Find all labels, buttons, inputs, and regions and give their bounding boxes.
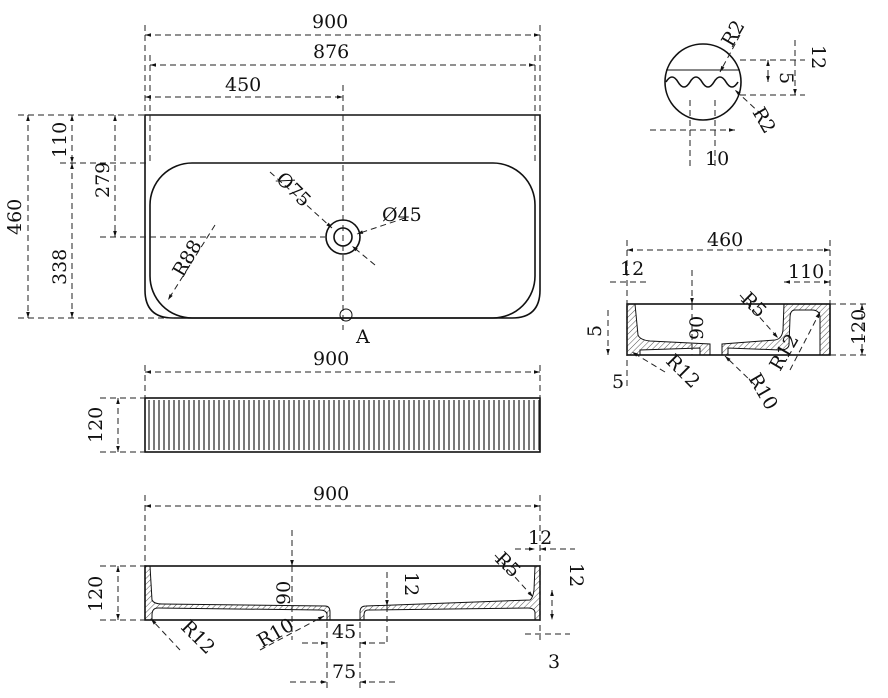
side-dim-460: 460	[707, 229, 743, 251]
detail-pitch-10: 10	[705, 148, 729, 170]
detail-radius-bottom: R2	[748, 104, 780, 138]
side-dim-bowl-90: 90	[686, 316, 708, 340]
side-dim-ledge-110: 110	[788, 261, 824, 283]
dim-corner-radius-88: R88	[168, 236, 206, 280]
dim-drain-279: 279	[92, 162, 114, 198]
side-dim-wall-12: 12	[620, 258, 644, 280]
section-dim-wall-12: 12	[528, 527, 552, 549]
section-radius-r12: R12	[176, 616, 219, 659]
section-dim-bowl-90: 90	[273, 581, 295, 605]
detail-flute-depth: 5	[775, 72, 797, 84]
side-radius-r5: R5	[736, 288, 770, 322]
dim-depth-460: 460	[4, 199, 26, 235]
dim-drain-450: 450	[225, 74, 261, 96]
dim-bowl-338: 338	[49, 249, 71, 285]
flute-detail-view: R2 5 12 R2 10	[650, 17, 829, 170]
front-view: 900 120	[85, 348, 541, 453]
section-dim-width-900: 900	[313, 483, 349, 505]
flute-lines	[148, 400, 540, 450]
section-dim-drain-75: 75	[332, 661, 356, 683]
top-view: 900 876 450 460 110 279 338 Ø75 Ø45 R88 …	[4, 11, 541, 348]
side-dim-floor-5: 5	[584, 325, 606, 337]
section-dim-floor-12: 12	[400, 572, 422, 596]
section-marker-circle	[339, 308, 353, 322]
side-dim-edge-5: 5	[612, 371, 624, 393]
section-marker-label: A	[355, 326, 370, 348]
detail-radius-top: R2	[717, 17, 749, 51]
section-dim-drain-45: 45	[332, 621, 356, 643]
front-dim-height-120: 120	[85, 407, 107, 443]
side-radius-r12-ledge: R12	[765, 330, 803, 374]
detail-height-12: 12	[807, 45, 829, 69]
dim-ledge-110: 110	[49, 122, 71, 158]
section-dim-height-120: 120	[85, 576, 107, 612]
section-dim-edge-3: 3	[548, 651, 560, 673]
side-dim-height-120: 120	[848, 309, 870, 345]
dim-drain-diameter-45: Ø45	[382, 204, 422, 226]
side-section-view: 460 12 110 90 R5 120 5 5 R12 R10 R12	[584, 229, 870, 414]
side-radius-r10: R10	[744, 370, 782, 414]
dim-drain-diameter-75: Ø75	[271, 168, 315, 212]
dim-inner-876: 876	[313, 41, 349, 63]
section-radius-r5: R5	[490, 548, 524, 582]
dim-width-900: 900	[312, 11, 348, 33]
section-dim-rim-12: 12	[565, 563, 587, 587]
side-radius-r12-left: R12	[661, 350, 704, 393]
front-section-view: 900 12 R5 120 90 12 12 R12 R10 45 75 3	[85, 483, 587, 690]
front-dim-width-900: 900	[313, 348, 349, 370]
